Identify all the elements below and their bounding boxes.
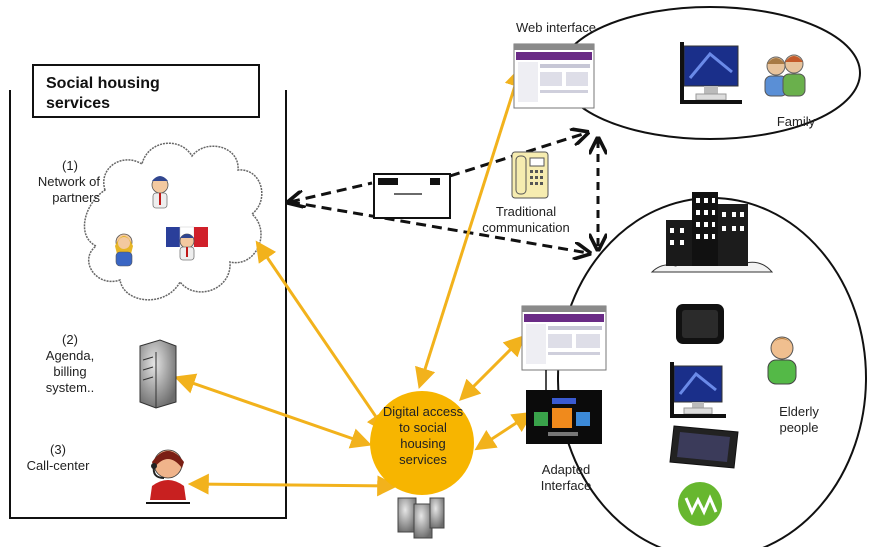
traditional-label: Traditional communication — [456, 204, 596, 236]
network-label: (1) Network of partners — [8, 158, 100, 206]
app-logo-icon — [678, 482, 722, 526]
web-interface-label: Web interface — [516, 20, 596, 35]
letter-icon — [373, 173, 451, 219]
adapted-label: Adapted Interface — [520, 462, 612, 494]
tablet-icon — [676, 304, 724, 344]
agenda-line-3: system.. — [45, 380, 95, 395]
server-icon — [139, 339, 177, 409]
traditional-line-1: Traditional — [495, 204, 557, 219]
computer-monitor-icon — [680, 42, 742, 104]
center-line-1: Digital access — [382, 404, 464, 419]
elderly-line-1: Elderly — [779, 404, 819, 419]
partner-person-icon — [151, 176, 169, 209]
elderly-person-icon — [767, 336, 797, 385]
family-icon — [764, 54, 806, 97]
center-line-4: services — [399, 452, 447, 467]
partner-woman-icon — [115, 233, 133, 267]
headset-operator-icon — [146, 449, 190, 504]
browser-screenshot-2-icon — [521, 305, 607, 371]
elderly-label: Elderly people — [764, 404, 834, 436]
adapted-line-1: Adapted — [541, 462, 591, 477]
elderly-line-2: people — [779, 420, 819, 435]
callcenter-label: (3) Call-center — [18, 442, 98, 474]
social-housing-title-box: Social housing services — [32, 64, 260, 118]
adapted-interface-icon — [526, 390, 602, 444]
family-label: Family — [776, 114, 816, 129]
title-line-1: Social housing — [46, 75, 160, 92]
agenda-label: (2) Agenda, billing system.. — [24, 332, 116, 396]
digital-arrows — [174, 65, 534, 497]
monitor-icon — [670, 362, 726, 418]
social-housing-title: Social housing services — [46, 74, 160, 114]
center-line-2: to social — [399, 420, 447, 435]
telephone-icon — [511, 151, 549, 199]
title-line-2: services — [46, 95, 111, 112]
browser-screenshot-icon — [513, 43, 595, 109]
agenda-line-1: Agenda, — [45, 348, 95, 363]
network-line-1: Network of — [37, 174, 100, 189]
agenda-line-2: billing — [53, 364, 87, 379]
center-line-3: housing — [400, 436, 446, 451]
callcenter-line-1: Call-center — [26, 458, 90, 473]
buildings-icon — [650, 192, 774, 273]
partner-flag-person-icon — [166, 226, 208, 261]
digital-access-circle — [370, 391, 474, 495]
server-cluster-icon — [397, 497, 445, 539]
network-line-2: partners — [52, 190, 100, 205]
partners-cloud — [83, 142, 263, 301]
agenda-number: (2) — [62, 332, 78, 347]
tablet-slanted-icon — [669, 425, 739, 469]
callcenter-number: (3) — [50, 442, 66, 457]
network-number: (1) — [62, 158, 78, 173]
adapted-line-2: Interface — [540, 478, 592, 493]
digital-access-label: Digital access to social housing service… — [368, 404, 478, 468]
traditional-line-2: communication — [482, 220, 570, 235]
